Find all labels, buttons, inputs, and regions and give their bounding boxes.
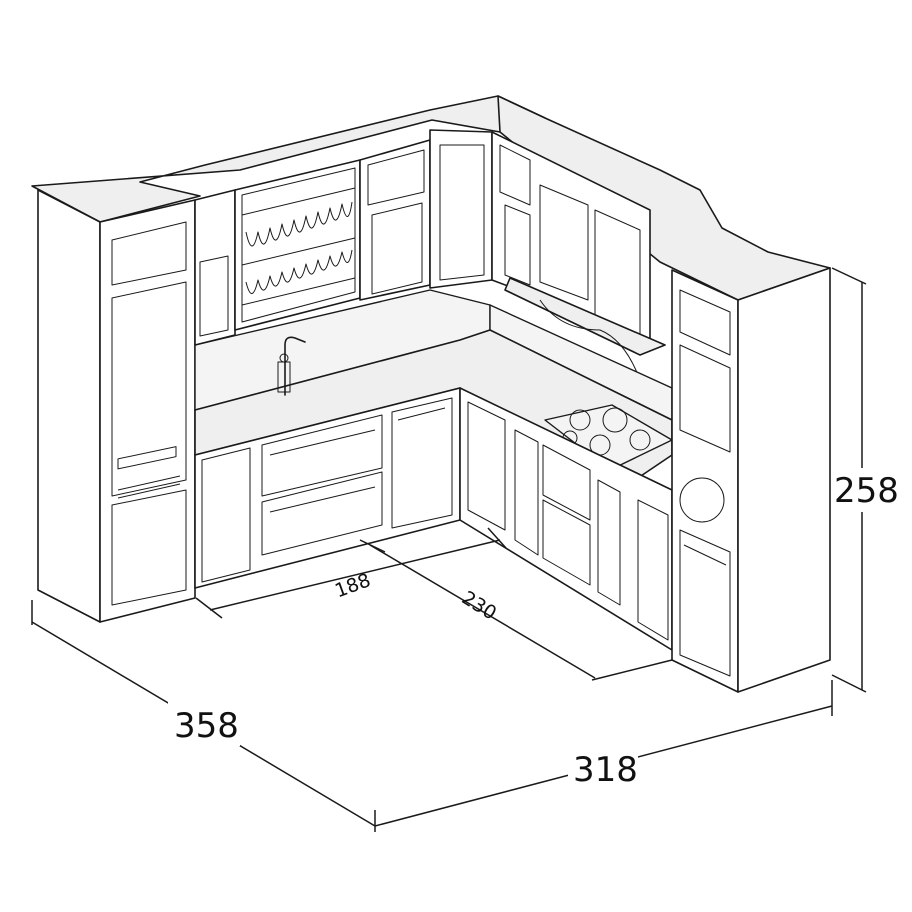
cornice-left (31, 95, 546, 223)
tall-pantry-front (99, 199, 196, 623)
hood-bracket (539, 299, 641, 381)
dim-width-right: 318 (573, 750, 638, 790)
upper-corner-cabinet (429, 129, 493, 289)
dim-depth-left: 358 (174, 706, 239, 746)
tall-oven-side (737, 267, 831, 693)
hood-shelf (504, 277, 666, 356)
plate-rows (241, 187, 356, 306)
dim-inner-back: 188 (332, 569, 374, 602)
kitchen-unit (31, 95, 831, 693)
faucet (277, 336, 306, 396)
tall-pantry-left (37, 189, 101, 623)
upper-cabinet-left (194, 189, 236, 346)
dim-height: 258 (834, 471, 899, 511)
oven-window (679, 477, 725, 523)
